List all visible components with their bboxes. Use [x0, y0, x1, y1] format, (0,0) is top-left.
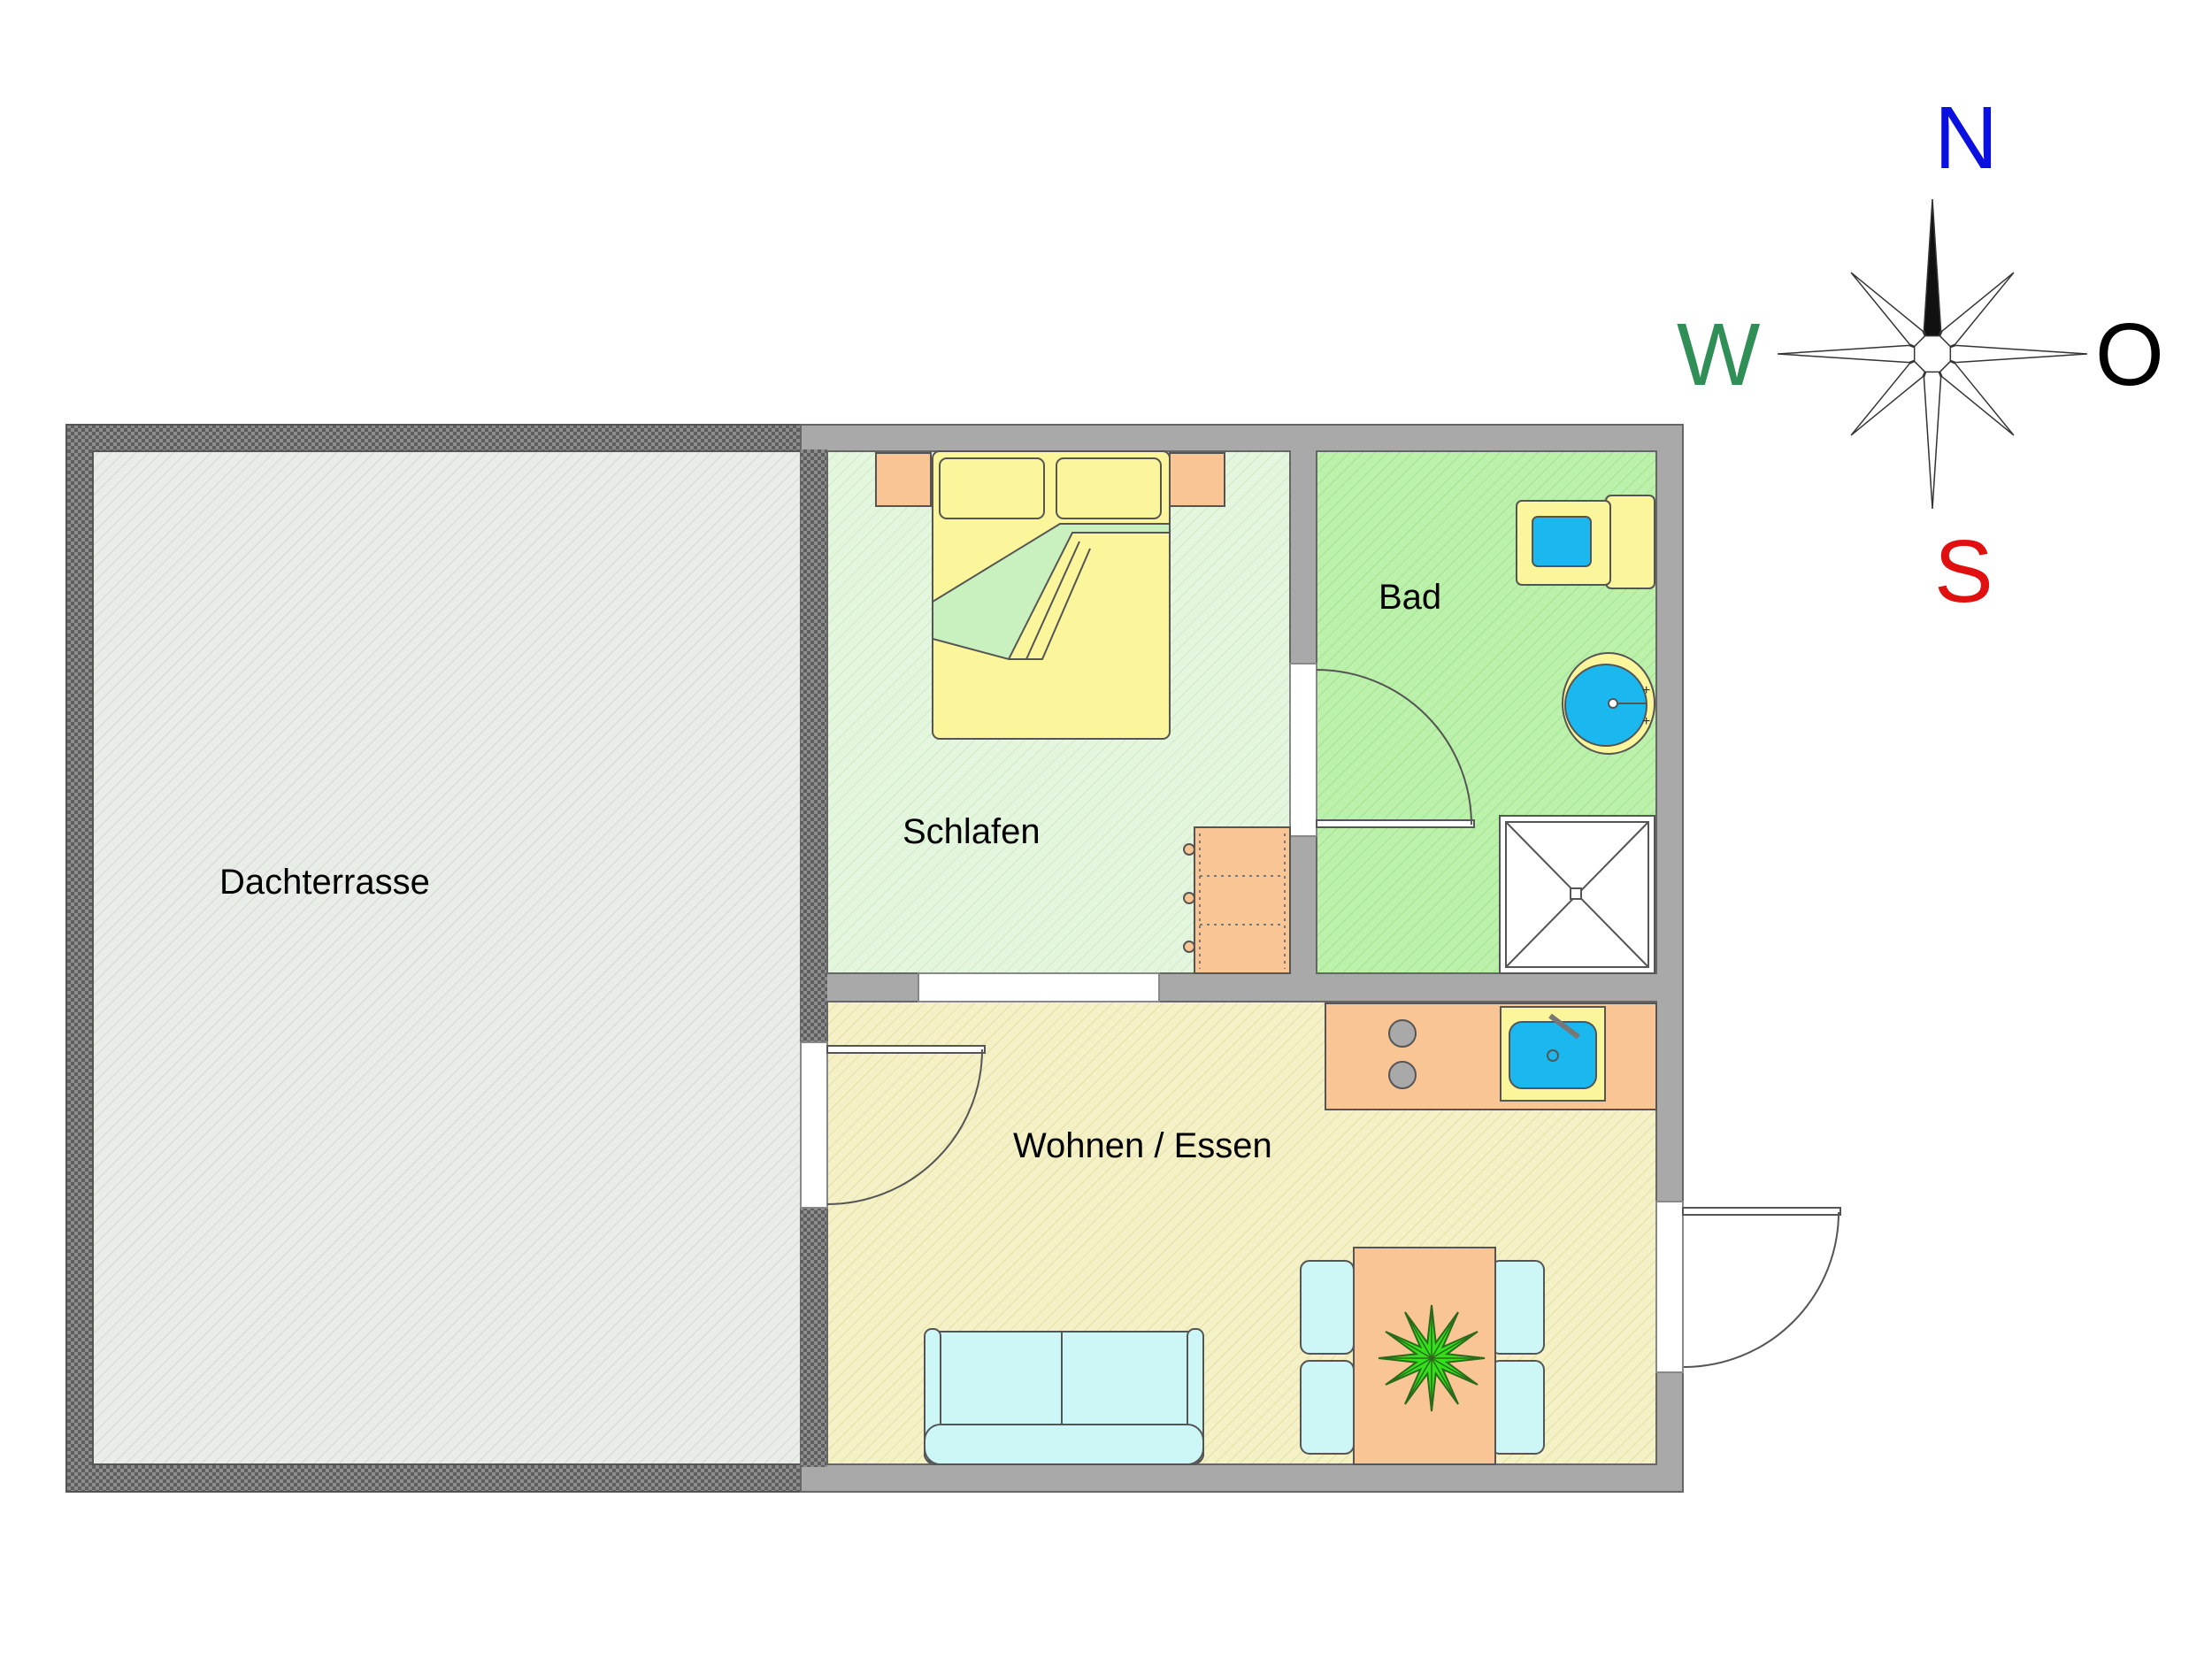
west-wall-upper	[801, 449, 827, 1042]
plant-icon	[1378, 1304, 1486, 1412]
terrace-floor	[92, 450, 802, 1465]
entrance-door	[1682, 1207, 1841, 1368]
bedroom-furniture	[875, 450, 1291, 974]
svg-text:+: +	[1642, 714, 1650, 729]
living-label: Wohnen / Essen	[1013, 1126, 1272, 1165]
compass-star-icon	[1777, 198, 2088, 510]
stove-burner-bottom	[1388, 1061, 1417, 1089]
bedroom-label: Schlafen	[902, 812, 1041, 851]
doors	[826, 669, 1841, 1368]
nightstand-left	[875, 452, 932, 507]
compass-west: W	[1677, 305, 1761, 404]
washbasin: + +	[1562, 652, 1655, 755]
bed-cover-fold	[932, 523, 1171, 661]
dresser	[1194, 826, 1291, 974]
terrace-door-opening	[800, 1041, 828, 1209]
bedroom-door-opening	[918, 972, 1160, 1002]
pillow-right	[1056, 457, 1162, 519]
chair	[1490, 1260, 1545, 1355]
bathroom-label: Bad	[1379, 578, 1441, 617]
bathroom-door	[1316, 669, 1475, 828]
nightstand-right	[1169, 452, 1225, 507]
shower	[1499, 815, 1655, 974]
bathroom-fixtures: + +	[1499, 495, 1655, 974]
compass-rose: N O S W	[1677, 88, 2164, 621]
compass-north: N	[1934, 88, 1998, 188]
terrace-door	[826, 1045, 986, 1205]
chair	[1490, 1360, 1545, 1455]
chair	[1300, 1360, 1355, 1455]
sofa	[924, 1328, 1204, 1465]
stove-burner-top	[1388, 1019, 1417, 1048]
kitchen-counter	[1325, 1002, 1657, 1110]
compass-south: S	[1934, 522, 1993, 621]
bed-cover-lines	[1009, 541, 1091, 660]
west-wall-lower	[801, 1208, 827, 1467]
pillow-left	[939, 457, 1045, 519]
compass-east: O	[2095, 305, 2164, 404]
toilet	[1516, 495, 1655, 589]
terrace	[65, 424, 805, 1493]
chair	[1300, 1260, 1355, 1355]
terrace-label: Dachterrasse	[219, 863, 430, 902]
bathroom-door-opening	[1289, 663, 1317, 837]
entrance-door-opening	[1655, 1201, 1684, 1373]
svg-text:+: +	[1642, 683, 1650, 698]
